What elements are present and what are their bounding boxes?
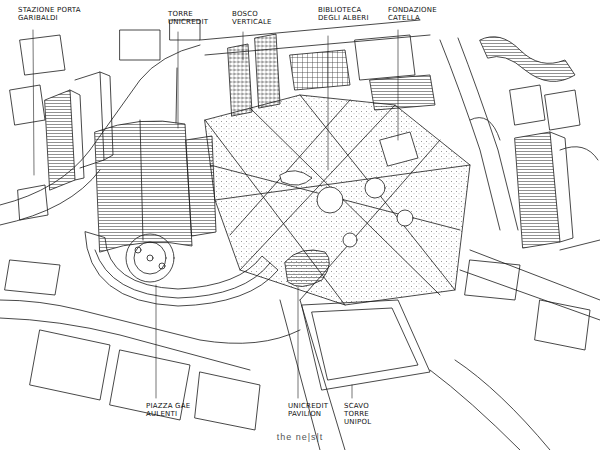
watermark: the ne|s|t (250, 432, 350, 442)
place-label: TORRE UNICREDIT (168, 10, 210, 26)
place-label: FONDAZIONE CATELLA (388, 6, 438, 22)
place-label: PIAZZA GAE AULENTI (146, 402, 196, 418)
place-label: BIBLIOTECA DEGLI ALBERI (318, 6, 370, 22)
place-label: SCAVO TORRE UNIPOL (344, 402, 390, 426)
place-label: STAZIONE PORTA GARIBALDI (18, 6, 88, 22)
place-label: UNICREDIT PAVILION (288, 402, 336, 418)
place-label: BOSCO VERTICALE (232, 10, 276, 26)
